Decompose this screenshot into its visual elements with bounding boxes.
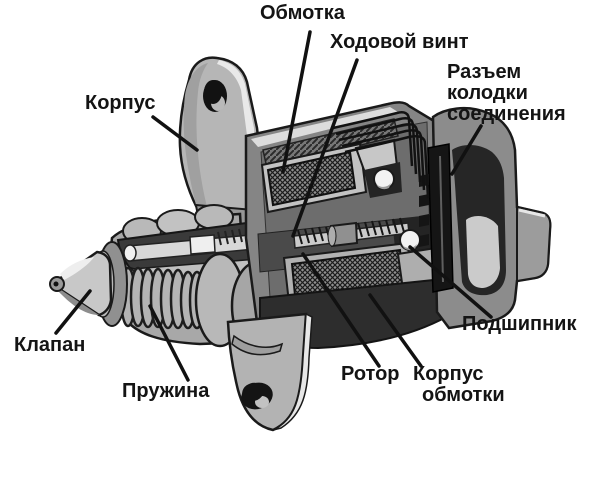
- label-podshipnik: Подшипник: [462, 313, 577, 335]
- label-obmotka: Обмотка: [260, 2, 345, 24]
- label-pruzhina: Пружина: [122, 380, 210, 402]
- coil-wire-band: [262, 118, 399, 169]
- leader-razyem: [450, 124, 483, 176]
- label-khodovoy-vint: Ходовой винт: [330, 31, 469, 53]
- leader-rotor: [301, 252, 381, 368]
- leader-korpus-obmotki: [368, 293, 423, 368]
- label-korpus: Корпус: [85, 92, 156, 114]
- leader-lines: [54, 30, 493, 382]
- label-klapan: Клапан: [14, 334, 86, 356]
- valve-cone: [49, 241, 128, 327]
- leader-klapan: [54, 289, 92, 335]
- leader-obmotka: [281, 30, 312, 174]
- flange-hole-top: [203, 80, 227, 112]
- flange-hole-bottom: [241, 382, 273, 410]
- mounting-flange-bottom-ear: [226, 312, 313, 432]
- leader-korpus: [151, 115, 199, 152]
- lead-screw: [293, 217, 410, 249]
- label-korpus-obmotki: Корпус обмотки: [413, 363, 505, 406]
- valve-tip: [49, 276, 65, 292]
- connector-shroud: [431, 106, 552, 330]
- wire-traces: [332, 111, 430, 199]
- mounting-tab-right: [516, 205, 552, 283]
- label-razyem-kolodki-soedineniya: Разъем колодки соединения: [447, 61, 566, 125]
- spring-coils: [119, 266, 206, 330]
- leader-pruzhina: [148, 304, 190, 382]
- label-rotor: Ротор: [341, 363, 400, 385]
- mounting-flange-top-ear: [178, 56, 260, 215]
- leader-khodovoy-vint: [291, 58, 359, 238]
- leader-podshipnik: [408, 245, 493, 319]
